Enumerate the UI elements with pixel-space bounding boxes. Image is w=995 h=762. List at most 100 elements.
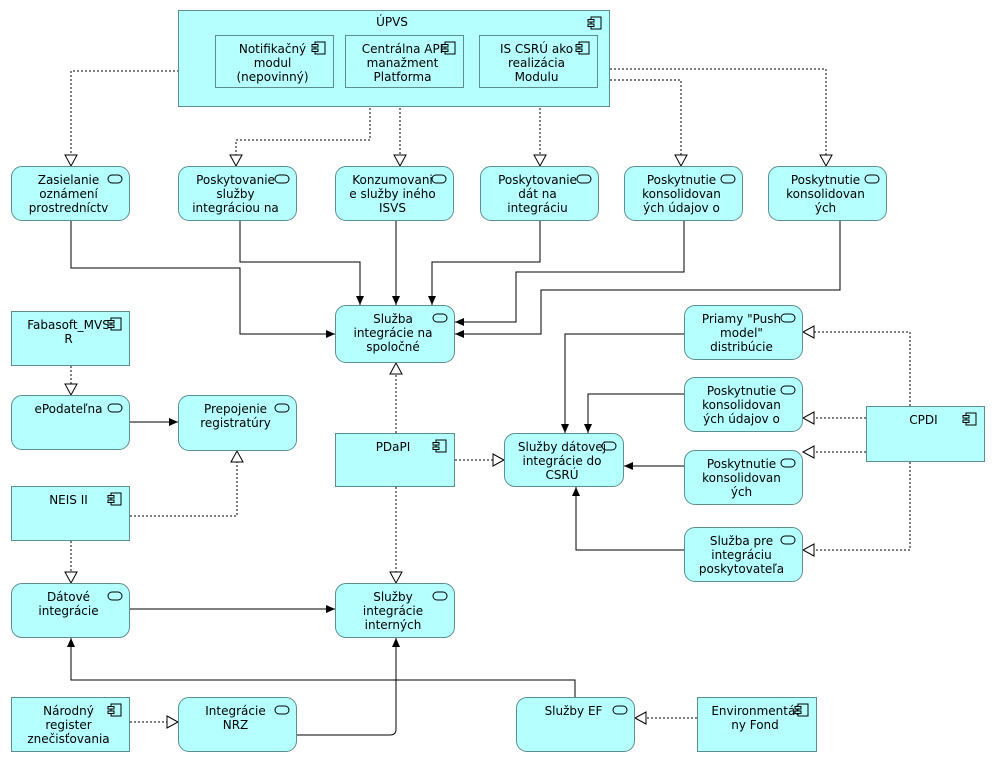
cpdi-component[interactable]: CPDI	[866, 406, 985, 462]
sluzby-ef-service[interactable]: Služby EF	[516, 697, 635, 752]
service-icon	[780, 535, 796, 545]
service-icon	[864, 174, 880, 184]
prepojenie-registratury-label: Prepojenie registratúry	[200, 402, 271, 430]
service-icon	[780, 313, 796, 323]
neis-ii-component[interactable]: NEIS II	[11, 486, 130, 541]
sluzby-ef-label: Služby EF	[544, 704, 603, 718]
edge-capi-poskytovanie	[229, 88, 371, 168]
centralna-api-component[interactable]: Centrálna API manažment Platforma	[345, 35, 464, 88]
service-icon	[601, 441, 617, 451]
zasielanie-oznameni-label: Zasielanie oznámení prostredníctv	[28, 173, 109, 215]
edge-neis-prepojenie	[130, 449, 244, 517]
service-icon	[720, 174, 736, 184]
neis-ii-label: NEIS II	[49, 493, 88, 507]
component-icon	[107, 317, 122, 331]
sluzby-datovej-integracie-csru-label: Služby dátovej integrácie do CSRÚ	[517, 440, 607, 482]
component-icon	[575, 41, 590, 55]
narodny-register-component[interactable]: Národný register znečisťovania	[11, 697, 130, 752]
integracie-nrz-label: Integrácie NRZ	[205, 704, 266, 732]
service-icon	[612, 705, 628, 715]
narodny-register-label: Národný register znečisťovania	[27, 704, 110, 746]
component-icon	[794, 703, 809, 717]
component-icon	[107, 703, 122, 717]
edge-zasielanie-spolocne	[70, 221, 335, 338]
poskytovanie-dat-service[interactable]: Poskytovanie dát na integráciu	[480, 166, 599, 221]
service-icon	[432, 591, 448, 601]
sluzby-integracie-internych-label: Služby integrácie interných	[362, 590, 424, 632]
service-icon	[780, 458, 796, 468]
poskytnutie-konsolidovanych-label: Poskytnutie konsolidovan ých	[786, 173, 865, 215]
epodatelna-label: ePodateľna	[34, 402, 103, 416]
fabasoft-component[interactable]: Fabasoft_MVS R	[11, 311, 130, 366]
priamy-push-model-service[interactable]: Priamy "Push model" distribúcie	[684, 305, 803, 360]
edge-konsolid2-spolocne	[455, 221, 841, 338]
edge-poskytovanie-spolocne	[239, 221, 364, 305]
fabasoft-label: Fabasoft_MVS R	[27, 318, 110, 346]
sluzba-integracie-spolocne-service[interactable]: Služba integrácie na spoločné	[335, 305, 455, 363]
component-icon	[432, 439, 447, 453]
service-icon	[576, 174, 592, 184]
sluzba-integracie-spolocne-label: Služba integrácie na spoločné	[353, 312, 433, 354]
sluzba-pre-integraciu-label: Služba pre integráciu poskytovateľa	[698, 534, 785, 576]
poskytnutie-konsolidovanych-udajov-service[interactable]: Poskytnutie konsolidovan ých údajov o	[624, 166, 743, 221]
poskytovanie-sluzby-service[interactable]: Poskytovanie služby integráciou na	[178, 166, 297, 221]
sluzby-integracie-internych-service[interactable]: Služby integrácie interných	[335, 583, 455, 638]
edge-sluzbapre-csru	[572, 487, 684, 551]
zasielanie-oznameni-service[interactable]: Zasielanie oznámení prostredníctv	[11, 166, 130, 221]
integracie-nrz-service[interactable]: Integrácie NRZ	[178, 697, 297, 752]
component-icon	[311, 41, 326, 55]
is-csru-label: IS CSRÚ ako realizácia Modulu	[499, 42, 574, 84]
epodatelna-service[interactable]: ePodateľna	[11, 395, 130, 450]
konzumovanie-sluzby-service[interactable]: Konzumovani e služby iného ISVS	[335, 166, 454, 221]
poskytovanie-dat-label: Poskytovanie dát na integráciu	[498, 173, 577, 215]
service-icon	[107, 591, 123, 601]
poskytnutie-konsolidovanych-service[interactable]: Poskytnutie konsolidovan ých	[768, 166, 887, 221]
datove-integracie-label: Dátové integrácie	[38, 590, 99, 618]
service-icon	[432, 313, 448, 323]
edge-iscsru-konsolid2	[598, 68, 833, 168]
is-csru-component[interactable]: IS CSRÚ ako realizácia Modulu	[479, 35, 598, 88]
edge-konsolid3-csru	[584, 393, 684, 433]
poskytovanie-sluzby-label: Poskytovanie služby integráciou na	[192, 173, 279, 215]
pdapi-label: PDaPI	[375, 440, 411, 454]
component-icon	[962, 412, 977, 426]
service-icon	[274, 705, 290, 715]
poskytnutie-konsolidovanych-2-service[interactable]: Poskytnutie konsolidovan ých	[684, 450, 803, 505]
component-icon	[441, 41, 456, 55]
konzumovanie-sluzby-label: Konzumovani e služby iného ISVS	[349, 173, 436, 215]
centralna-api-label: Centrálna API manažment Platforma	[361, 42, 444, 84]
edge-cpdi-sluzbapre	[801, 462, 911, 557]
service-icon	[274, 403, 290, 413]
service-icon	[107, 174, 123, 184]
edge-push-csru	[561, 333, 684, 433]
pdapi-component[interactable]: PDaPI	[335, 433, 455, 487]
upvs-label: ÚPVS	[376, 15, 408, 29]
poskytnutie-konsolidovanych-udajov-2-label: Poskytnutie konsolidovan ých údajov o	[702, 384, 781, 426]
service-icon	[431, 174, 447, 184]
notifikacny-modul-component[interactable]: Notifikačný modul (nepovinný)	[215, 35, 334, 88]
service-icon	[107, 403, 123, 413]
edge-konsolid1-spolocne	[455, 221, 685, 326]
datove-integracie-service[interactable]: Dátové integrácie	[11, 583, 130, 638]
edge-poskytovanie-dat-spolocne	[428, 221, 541, 305]
component-icon	[107, 492, 122, 506]
edge-notif-zasielanie	[64, 70, 215, 168]
cpdi-label: CPDI	[909, 413, 938, 427]
poskytnutie-konsolidovanych-udajov-label: Poskytnutie konsolidovan ých údajov o	[642, 173, 721, 215]
prepojenie-registratury-service[interactable]: Prepojenie registratúry	[178, 395, 297, 451]
priamy-push-model-label: Priamy "Push model" distribúcie	[701, 312, 782, 354]
sluzby-datovej-integracie-csru-service[interactable]: Služby dátovej integrácie do CSRÚ	[504, 433, 624, 487]
service-icon	[274, 174, 290, 184]
poskytnutie-konsolidovanych-udajov-2-service[interactable]: Poskytnutie konsolidovan ých údajov o	[684, 377, 803, 432]
environmentalny-fond-component[interactable]: Environmentál ny Fond	[697, 697, 817, 752]
edge-cpdi-push	[801, 325, 911, 406]
edge-iscsru-konsolid1	[598, 79, 688, 168]
service-icon	[780, 385, 796, 395]
sluzba-pre-integraciu-service[interactable]: Služba pre integráciu poskytovateľa	[684, 527, 803, 582]
notifikacny-modul-label: Notifikačný modul (nepovinný)	[236, 42, 309, 84]
poskytnutie-konsolidovanych-2-label: Poskytnutie konsolidovan ých	[702, 457, 781, 499]
environmentalny-fond-label: Environmentál ny Fond	[711, 704, 799, 732]
edge-sluzbyef-datove	[67, 638, 576, 697]
